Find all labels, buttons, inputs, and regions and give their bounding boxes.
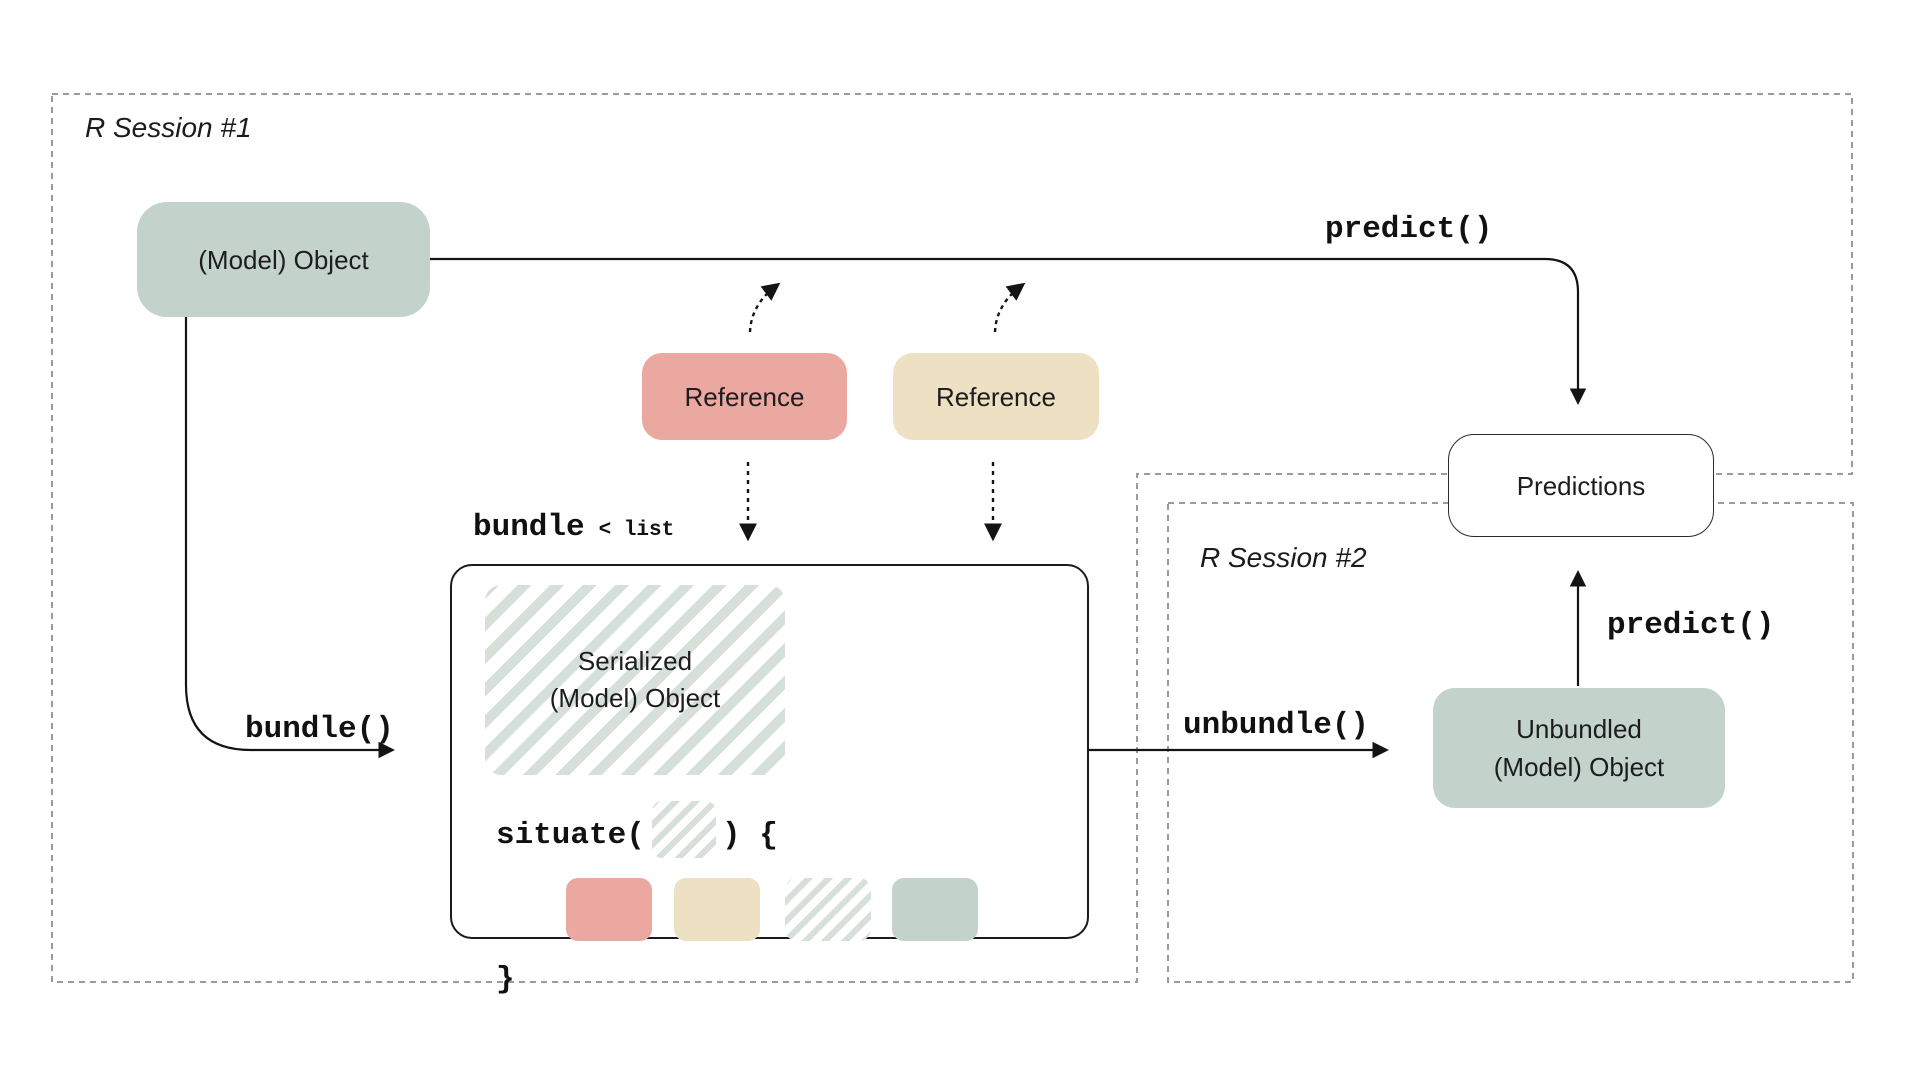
situate-close-code: ) { <box>722 818 778 853</box>
bundle-element-striped-chip <box>785 878 871 941</box>
serialized-model-object-box: Serialized (Model) Object <box>485 585 785 775</box>
predictions-label: Predictions <box>1516 470 1646 501</box>
closing-brace-code: } <box>496 962 515 997</box>
unbundled-label-line2: (Model) Object <box>1493 752 1665 782</box>
model-object-label: (Model) Object <box>198 244 369 275</box>
bundle-variable-name: bundle <box>473 510 585 545</box>
predict-session1-arrow <box>430 257 1587 405</box>
predict-session2-label: predict() <box>1607 608 1775 643</box>
bundle-element-red-chip <box>566 878 652 941</box>
reference-red-box: Reference <box>642 353 847 440</box>
unbundled-model-object-box: Unbundled (Model) Object <box>1433 688 1725 808</box>
model-object-box: (Model) Object <box>137 202 430 317</box>
situate-open-code: situate( <box>496 818 645 853</box>
bundle-variable-title: bundle < list <box>473 510 674 545</box>
serialized-label-line1: Serialized <box>577 646 693 676</box>
reference-tan-up-dashed-arrow <box>993 282 1026 333</box>
reference-red-label: Reference <box>684 381 805 412</box>
session1-dashed-border <box>51 93 1853 983</box>
reference-tan-box: Reference <box>893 353 1099 440</box>
predict-session1-label: predict() <box>1325 212 1493 247</box>
bundle-variable-type: < list <box>598 519 675 542</box>
serialized-label-line2: (Model) Object <box>549 683 721 713</box>
situate-argument-chip <box>652 801 716 858</box>
bundle-element-sage-chip <box>892 878 978 941</box>
session2-label: R Session #2 <box>1200 542 1367 573</box>
bundle-call-label: bundle() <box>245 712 394 747</box>
reference-tan-label: Reference <box>936 381 1056 412</box>
bundle-element-tan-chip <box>674 878 760 941</box>
unbundled-label-line1: Unbundled <box>1516 714 1642 744</box>
predictions-box: Predictions <box>1448 434 1714 537</box>
bundle-arrow <box>184 317 395 759</box>
session1-label: R Session #1 <box>85 112 252 143</box>
unbundle-call-label: unbundle() <box>1183 708 1370 743</box>
reference-red-up-dashed-arrow <box>748 282 781 333</box>
